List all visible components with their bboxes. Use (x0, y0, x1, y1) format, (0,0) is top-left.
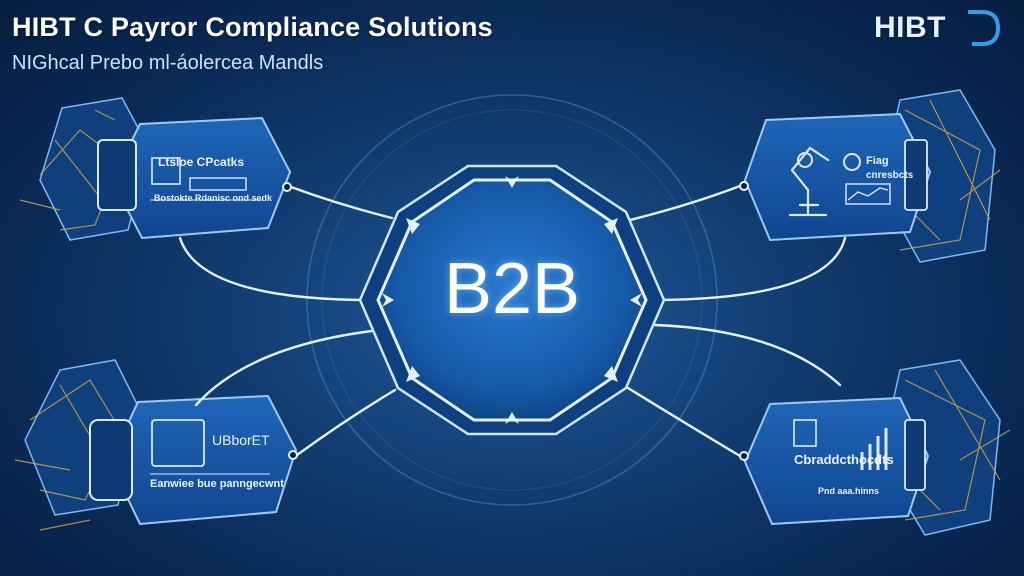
hub-octagon-inner (376, 178, 648, 422)
cylinder-icon-bottom-left (89, 419, 133, 501)
panel-icon-top-left (151, 157, 181, 185)
robot-arm-joint-icon (797, 152, 813, 168)
document-icon-bottom-right (793, 419, 817, 447)
d-mark-icon-shape (968, 10, 1001, 46)
card-top-left-caption: Bostokte Rdanisc ond sedk (154, 193, 273, 203)
connector-right-lower (653, 323, 842, 387)
arrow-marker-icon (604, 366, 618, 382)
card-bottom-right-hex (743, 396, 930, 526)
card-bottom-left-title: UBborET (212, 432, 270, 448)
card-top-left-title: Ltsloe CPcatks (158, 155, 245, 169)
card-top-left (19, 97, 292, 241)
background-ring-inner (321, 109, 703, 491)
circuit-lines-bottom-right (879, 369, 1011, 521)
arrow-marker-icon (604, 218, 618, 234)
device-icon-top-right (904, 139, 928, 211)
brand-logo: HIBT (874, 8, 1004, 48)
device-icon-top-left (97, 139, 137, 211)
card-bottom-right (739, 359, 1011, 536)
circuit-lines-top-right (879, 99, 1001, 251)
monitor-icon-bottom-left (151, 419, 205, 467)
page-subtitle: NIGhcal Prebo ml-áolercea Mandls (12, 52, 324, 74)
card-top-right-hex (743, 112, 932, 242)
badge-icon-top-right (843, 153, 861, 171)
connector-top-left (289, 185, 394, 220)
arrow-marker-icon (505, 176, 519, 188)
arrow-marker-icon (382, 293, 394, 307)
hub-label: B2B (443, 249, 581, 329)
connector-right-curve (658, 236, 847, 302)
arrow-marker-icon (406, 218, 420, 234)
device-icon-bottom-right (904, 419, 926, 491)
connector-top-right (628, 184, 742, 222)
card-top-right-caption: cnresbcts (866, 170, 914, 181)
card-top-right (739, 89, 1001, 263)
connector-left-curve (178, 236, 374, 302)
bar-chart-icon-bottom-right (860, 428, 888, 470)
card-top-right-title: Fiag (866, 155, 889, 167)
connector-bottom-left (295, 388, 397, 457)
chart-icon-top-right (845, 183, 891, 205)
card-bottom-left-caption: Eanwiee bue panngecwnt (150, 478, 284, 490)
page-title: HIBT C Payror Compliance Solutions (12, 12, 493, 42)
bar-icon-top-left (189, 177, 247, 191)
robot-arm-icon (788, 146, 830, 217)
connector-lines (178, 184, 847, 458)
card-bottom-right-caption: Pnd aaa.hinns (818, 486, 880, 496)
arrow-marker-icon (630, 293, 642, 307)
card-bottom-left (14, 359, 298, 531)
arrow-marker-icon (406, 366, 420, 382)
card-bottom-right-title: Cbraddcthocdts (794, 452, 894, 467)
card-bottom-left-hex (108, 394, 298, 526)
background-ring (306, 94, 718, 506)
d-mark-icon (968, 10, 1001, 46)
chart-line-icon-top-right (847, 187, 889, 201)
logo-text: HIBT (874, 11, 946, 44)
connector-left-lower (194, 328, 382, 407)
connector-bottom-right (626, 386, 742, 458)
hub-arrow-markers (382, 176, 642, 424)
hub (358, 164, 666, 436)
arrow-marker-icon (505, 412, 519, 424)
